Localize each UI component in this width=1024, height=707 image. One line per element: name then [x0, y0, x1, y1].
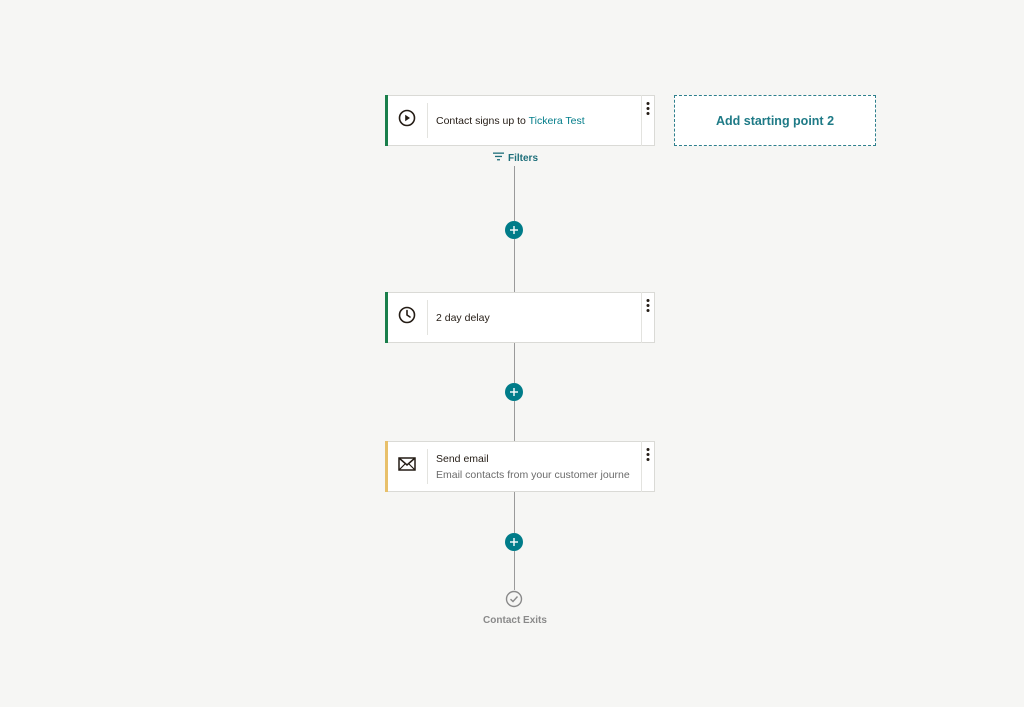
- delay-text: 2 day delay: [436, 311, 490, 324]
- audience-link[interactable]: Tickera Test: [528, 114, 585, 127]
- plus-icon: [510, 221, 518, 239]
- delay-card[interactable]: 2 day delay: [385, 292, 655, 343]
- connector-line: [514, 492, 515, 533]
- contact-exits-label: Contact Exits: [483, 615, 547, 626]
- connector-line: [514, 239, 515, 292]
- email-icon-cell: [386, 441, 428, 492]
- kebab-icon: [646, 299, 650, 314]
- trigger-description: Contact signs up to: [436, 114, 529, 127]
- trigger-icon-cell: [386, 95, 428, 146]
- filters-button[interactable]: Filters: [493, 152, 538, 164]
- trigger-card[interactable]: Contact signs up to Tickera Test: [385, 95, 655, 146]
- add-step-button[interactable]: [505, 383, 523, 401]
- delay-accent-bar: [385, 292, 388, 343]
- kebab-icon: [646, 448, 650, 463]
- plus-icon: [510, 533, 518, 551]
- check-circle-icon: [505, 590, 523, 608]
- add-step-button[interactable]: [505, 221, 523, 239]
- add-starting-point-button[interactable]: Add starting point 2: [674, 95, 876, 146]
- email-title: Send email: [436, 452, 489, 465]
- envelope-icon: [398, 457, 416, 476]
- email-card[interactable]: Send email Email contacts from your cust…: [385, 441, 655, 492]
- connector-line: [514, 343, 515, 383]
- add-step-button[interactable]: [505, 533, 523, 551]
- delay-menu-button[interactable]: [641, 292, 654, 343]
- connector-line: [514, 551, 515, 590]
- filter-icon: [493, 152, 504, 164]
- play-circle-icon: [398, 109, 416, 132]
- trigger-text: Contact signs up to Tickera Test: [428, 115, 641, 127]
- kebab-icon: [646, 102, 650, 117]
- connector-line: [514, 401, 515, 441]
- trigger-accent-bar: [385, 95, 388, 146]
- delay-icon-cell: [386, 292, 428, 343]
- email-menu-button[interactable]: [641, 441, 654, 492]
- plus-icon: [510, 383, 518, 401]
- filters-label: Filters: [508, 152, 539, 164]
- email-accent-bar: [385, 441, 388, 492]
- connector-line: [514, 166, 515, 221]
- email-subtitle: Email contacts from your customer journe: [436, 468, 630, 481]
- clock-icon: [398, 306, 416, 329]
- email-text: Send email Email contacts from your cust…: [428, 453, 641, 481]
- trigger-menu-button[interactable]: [641, 95, 654, 146]
